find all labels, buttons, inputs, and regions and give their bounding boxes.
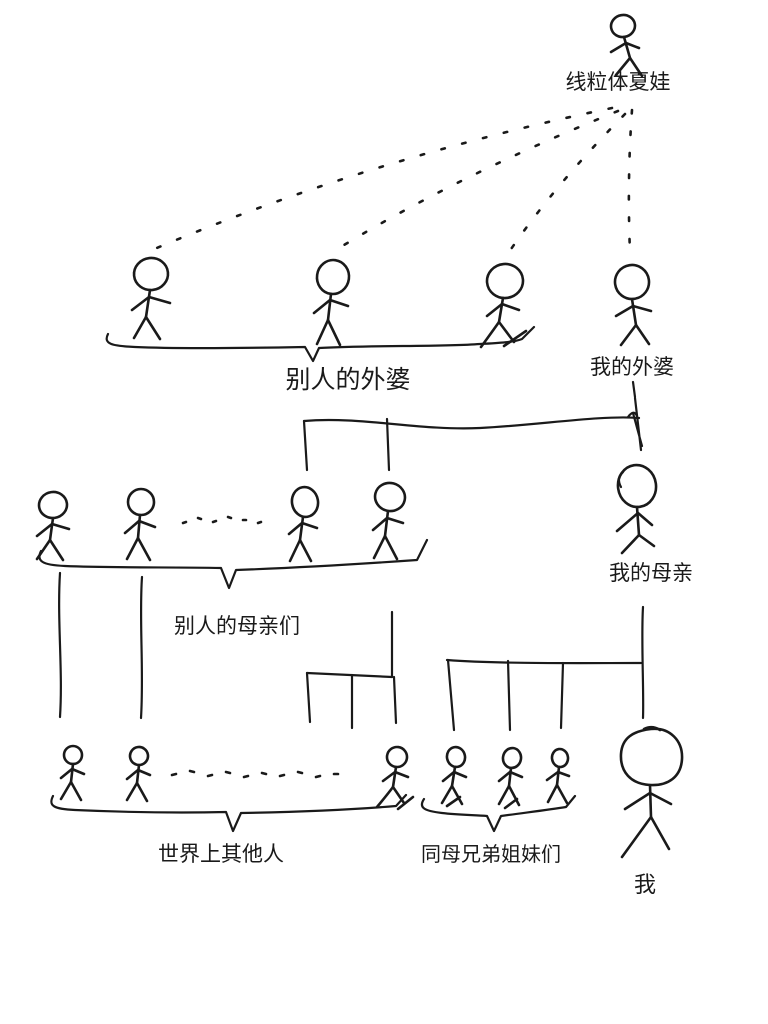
label-rest-of-world: 世界上其他人 — [158, 843, 284, 866]
stick-figure-grandma-1 — [130, 256, 172, 341]
label-me: 我 — [634, 872, 656, 897]
brace-others-mothers — [38, 538, 429, 590]
label-maternal-siblings: 同母兄弟姐妹们 — [421, 843, 561, 866]
connector-mothers-to-bottom — [58, 571, 398, 730]
stick-figure-person-3 — [375, 745, 415, 811]
dotted-line-to-grandma-2 — [329, 109, 620, 255]
stick-figure-my-grandma — [613, 263, 653, 347]
stick-figure-sibling-2 — [497, 746, 524, 810]
label-others-mothers: 别人的母亲们 — [174, 615, 300, 638]
stick-figure-person-1 — [59, 744, 86, 802]
label-mitochondrial-eve: 线粒体夏娃 — [566, 71, 671, 94]
dotted-line-to-my-grandma — [627, 108, 634, 254]
stick-figure-mother-4 — [371, 481, 407, 561]
brace-rest-of-world — [50, 793, 408, 833]
stick-figure-mother-2 — [123, 487, 157, 562]
dotted-line-to-grandma-1 — [150, 106, 614, 252]
label-my-grandmother: 我的外婆 — [590, 356, 674, 379]
dotted-descent-lines — [150, 106, 634, 257]
connector-my-mother-to-children — [445, 605, 645, 732]
ellipsis-mothers — [181, 515, 263, 525]
stick-figure-me — [619, 725, 684, 859]
label-my-mother: 我的母亲 — [609, 562, 693, 585]
brace-others-grandmothers — [105, 325, 536, 363]
stick-figure-grandma-3 — [479, 262, 528, 349]
stick-figure-sibling-1 — [440, 745, 468, 808]
label-others-grandmothers: 别人的外婆 — [285, 366, 410, 394]
brace-maternal-siblings — [420, 794, 577, 833]
dotted-line-to-grandma-3 — [505, 112, 627, 257]
stick-figure-sibling-3 — [545, 747, 571, 805]
stick-figure-mother-3 — [287, 485, 320, 563]
stick-figure-mother-1 — [35, 490, 71, 562]
stick-figure-grandma-2 — [312, 258, 351, 347]
stick-figure-person-2 — [125, 745, 152, 803]
stick-figure-mitochondrial-eve — [609, 13, 644, 78]
ellipsis-rest-of-world — [170, 769, 340, 779]
stick-figure-my-mother — [615, 463, 658, 555]
connector-grandma-to-mothers — [302, 380, 644, 472]
